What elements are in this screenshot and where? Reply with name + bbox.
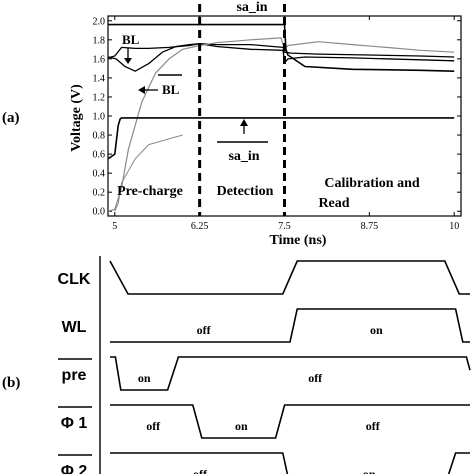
timing-waveform xyxy=(110,308,470,343)
y-tick-label: 0.4 xyxy=(93,169,106,180)
sa-in-top-label: sa_in xyxy=(236,0,267,15)
y-tick-label: 1.2 xyxy=(93,92,106,103)
series-line-startup-gray xyxy=(114,134,183,212)
y-tick-label: 1.8 xyxy=(93,35,106,46)
timing-waveform xyxy=(110,452,470,474)
x-tick-label: 8.75 xyxy=(361,221,379,232)
timing-state-label: off xyxy=(366,419,381,433)
bl-label: BL xyxy=(122,32,140,47)
timing-diagram: CLK WL off on pre on off Φ 1 off on off Φ 2 off on xyxy=(58,256,471,474)
blb-label: BL xyxy=(162,82,180,97)
y-axis-label: Voltage (V) xyxy=(69,84,84,152)
panel-a-label: (a) xyxy=(2,110,20,126)
calibration-label: Calibration and xyxy=(324,176,420,191)
blb-arrowhead xyxy=(138,86,145,94)
timing-state-label: off xyxy=(197,323,212,337)
y-tick-label: 0.6 xyxy=(93,150,106,161)
precharge-label: Pre-charge xyxy=(117,184,183,199)
series-line-precharge-gray xyxy=(107,37,455,212)
x-tick-label: 6.25 xyxy=(191,221,209,232)
y-tick-label: 1.0 xyxy=(93,112,106,123)
bl-arrowhead xyxy=(124,58,132,64)
timing-signal-name: Φ 1 xyxy=(61,415,88,432)
timing-state-label: on xyxy=(370,323,383,337)
sa-in-arrowhead xyxy=(240,119,248,126)
voltage-chart: 0.0 0.2 0.4 0.6 0.8 1.0 1.2 1.4 1.6 1.8 2.0 5 6.25 7… xyxy=(69,0,462,248)
timing-state-label: off xyxy=(193,467,208,474)
sa-in-top-bg xyxy=(228,0,276,13)
y-tick-label: 0.0 xyxy=(93,207,106,218)
x-tick-label: 5 xyxy=(112,221,117,232)
timing-state-label: on xyxy=(235,419,248,433)
series-line-bl xyxy=(107,42,455,72)
read-label: Read xyxy=(318,196,349,211)
timing-waveform xyxy=(110,356,471,391)
panel-b-label: (b) xyxy=(2,375,20,391)
y-tick-label: 0.2 xyxy=(93,188,106,199)
timing-state-label: off xyxy=(146,419,161,433)
timing-state-label: off xyxy=(308,371,323,385)
series-line-blb xyxy=(107,42,455,59)
y-tick-label: 0.8 xyxy=(93,131,106,142)
phase-boundaries xyxy=(198,4,286,216)
sa-in-bottom-label: sa_in xyxy=(228,149,259,164)
x-axis-ticks: 5 6.25 7.5 8.75 10 xyxy=(112,16,459,232)
series-line-sa-in xyxy=(107,117,455,160)
timing-signal-name: WL xyxy=(62,319,87,336)
y-tick-label: 2.0 xyxy=(93,16,106,27)
timing-waveform xyxy=(109,260,470,295)
y-tick-label: 1.4 xyxy=(93,73,106,84)
y-axis-ticks: 0.0 0.2 0.4 0.6 0.8 1.0 1.2 1.4 1.6 1.8 2.0 xyxy=(93,16,461,218)
timing-state-label: on xyxy=(138,371,151,385)
detection-label: Detection xyxy=(217,184,274,199)
x-tick-label: 7.5 xyxy=(278,221,291,232)
timing-signal-name: pre xyxy=(62,367,87,384)
timing-signal-name: Φ 2 xyxy=(61,463,88,474)
timing-signal-name: CLK xyxy=(58,271,91,288)
x-axis-label: Time (ns) xyxy=(270,233,327,248)
series-layer xyxy=(107,23,455,212)
y-tick-label: 1.6 xyxy=(93,54,106,65)
timing-state-label: on xyxy=(363,467,376,474)
x-tick-label: 10 xyxy=(449,221,459,232)
timing-waveform xyxy=(110,404,470,439)
